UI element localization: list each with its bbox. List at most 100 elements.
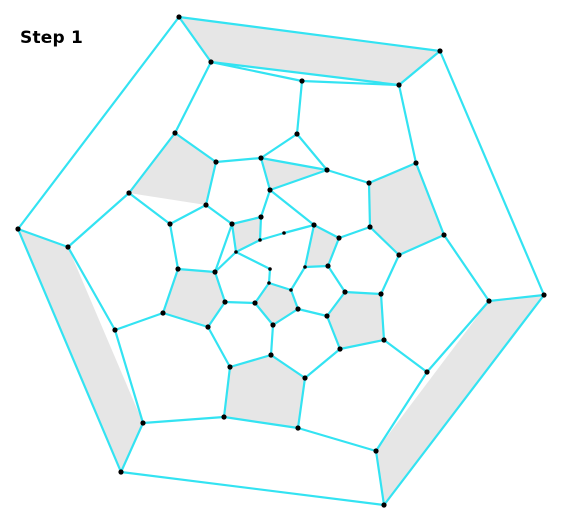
edge	[161, 311, 210, 329]
edge	[267, 267, 272, 285]
shaded-face	[129, 133, 216, 205]
shaded-face	[232, 217, 261, 252]
edge	[16, 227, 123, 474]
vertex	[205, 324, 211, 330]
edge	[173, 131, 218, 164]
edge	[425, 299, 491, 374]
edge	[127, 191, 172, 226]
vertex	[413, 160, 419, 166]
vertex	[437, 48, 443, 54]
edge	[397, 49, 442, 87]
vertex	[324, 313, 330, 319]
edge	[300, 79, 401, 87]
edge	[296, 307, 329, 318]
vertex	[126, 190, 132, 196]
vertex	[258, 238, 262, 242]
edge	[379, 292, 386, 342]
edge	[326, 236, 341, 268]
edge	[295, 79, 304, 136]
vertex	[268, 267, 272, 271]
vertex	[268, 352, 274, 358]
edge	[268, 188, 316, 227]
edge	[209, 60, 304, 83]
edge	[127, 131, 177, 195]
edge	[271, 307, 300, 327]
edge	[268, 168, 329, 192]
edge	[222, 365, 232, 419]
edge	[253, 301, 275, 327]
vertex	[373, 448, 379, 454]
edge	[230, 215, 263, 226]
vertex	[541, 292, 547, 298]
vertex	[229, 221, 235, 227]
edge	[374, 449, 386, 507]
step-title: Step 1	[20, 28, 84, 48]
edge	[161, 267, 180, 315]
vertex	[252, 300, 258, 306]
vertex	[289, 288, 293, 292]
edge	[382, 293, 546, 507]
edge	[177, 15, 442, 53]
vertex	[213, 159, 219, 165]
edge	[438, 49, 546, 297]
edge	[367, 161, 418, 185]
edge	[296, 376, 307, 430]
edge	[213, 222, 234, 274]
vertex	[342, 289, 348, 295]
edge	[228, 353, 273, 369]
edge	[258, 231, 286, 242]
vertex	[118, 469, 124, 475]
edge	[368, 225, 401, 257]
edge	[204, 203, 234, 226]
edge	[141, 415, 226, 425]
vertex	[302, 375, 308, 381]
shaded-face	[305, 225, 339, 267]
edge	[206, 325, 232, 369]
vertex	[208, 59, 214, 65]
vertex	[267, 281, 271, 285]
vertex	[441, 232, 447, 238]
edge	[168, 222, 180, 271]
shaded-face	[327, 292, 384, 349]
vertex	[295, 306, 301, 312]
edge	[168, 203, 208, 226]
edge	[214, 156, 263, 164]
edge	[289, 288, 300, 311]
vertex	[175, 266, 181, 272]
vertex	[176, 14, 182, 20]
vertex	[258, 214, 264, 220]
vertex	[396, 252, 402, 258]
shaded-face	[376, 295, 544, 505]
edge	[234, 250, 272, 271]
vertex	[299, 78, 305, 84]
edge	[176, 267, 217, 274]
edge	[295, 132, 329, 172]
edge	[253, 281, 271, 305]
edge	[259, 188, 272, 219]
vertex	[172, 130, 178, 136]
edge	[338, 338, 386, 351]
edge	[326, 264, 347, 294]
edge	[222, 415, 300, 430]
edges	[16, 15, 546, 507]
vertex	[378, 291, 384, 297]
shaded-face	[179, 17, 440, 85]
vertex	[282, 231, 286, 235]
vertex	[325, 263, 331, 269]
edge	[382, 338, 429, 374]
vertex	[203, 202, 209, 208]
vertex	[140, 420, 146, 426]
edge	[325, 290, 347, 318]
edge	[259, 156, 329, 172]
vertex	[65, 244, 71, 250]
edge	[296, 426, 378, 453]
edge	[269, 323, 275, 357]
vertex	[294, 131, 300, 137]
edge	[379, 253, 401, 296]
edge	[303, 264, 330, 269]
vertex	[311, 222, 317, 228]
vertex	[336, 235, 342, 241]
edge	[113, 328, 145, 425]
edge	[119, 421, 145, 474]
vertex	[324, 167, 330, 173]
